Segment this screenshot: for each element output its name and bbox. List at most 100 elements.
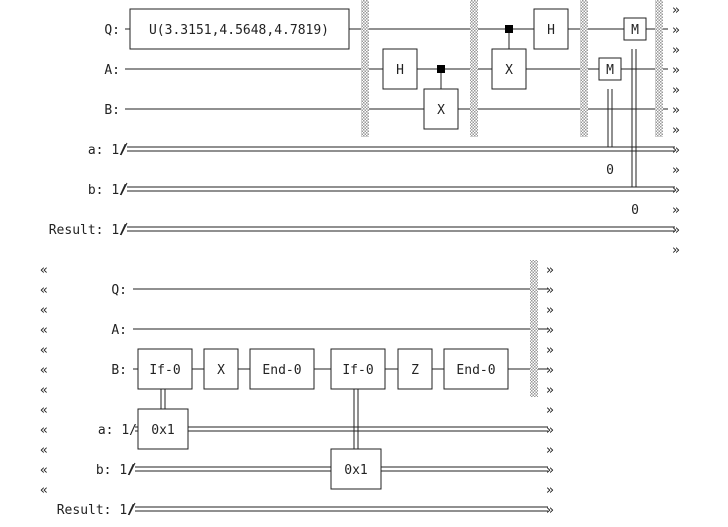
label-result-2: Result: 1/ bbox=[57, 503, 135, 518]
continuation-marker: « bbox=[40, 463, 48, 478]
measure-value-a: 0 bbox=[606, 163, 614, 178]
continuation-marker: « bbox=[40, 343, 48, 358]
label-b: B: bbox=[104, 103, 120, 118]
continuation-marker: » bbox=[672, 103, 680, 118]
classical-wire-result bbox=[127, 226, 675, 232]
continuation-marker: « bbox=[40, 303, 48, 318]
continuation-marker: « bbox=[40, 323, 48, 338]
continuation-marker: » bbox=[672, 243, 680, 258]
x-gate-2-label: X bbox=[217, 363, 225, 378]
continuation-marker: » bbox=[546, 363, 554, 378]
h-gate-a bbox=[382, 48, 418, 90]
continuation-marker: » bbox=[546, 383, 554, 398]
continuation-marker: » bbox=[672, 23, 680, 38]
continuation-marker: » bbox=[672, 203, 680, 218]
barrier bbox=[530, 260, 538, 397]
measure-gate-q bbox=[623, 17, 647, 41]
barrier bbox=[655, 0, 663, 137]
condition-box-2 bbox=[330, 448, 382, 490]
z-gate bbox=[397, 348, 433, 390]
continuation-marker: » bbox=[546, 283, 554, 298]
classical-wire-a bbox=[127, 146, 675, 152]
label-a-2: A: bbox=[111, 323, 127, 338]
measure-q-label: M bbox=[631, 23, 639, 38]
measure-a-label: M bbox=[606, 63, 614, 78]
measure-gate-a bbox=[598, 57, 622, 81]
continuation-markers-section-1: » » » » » » » » » » » » » bbox=[672, 3, 680, 258]
label-q: Q: bbox=[104, 23, 120, 38]
x-gate-2 bbox=[203, 348, 239, 390]
continuation-marker: « bbox=[40, 423, 48, 438]
condition-2-label: 0x1 bbox=[344, 463, 367, 478]
label-classical-b-2: b: 1/ bbox=[96, 463, 135, 478]
label-classical-a-2: a: 1/ bbox=[98, 423, 137, 438]
end-gate-1-label: End-0 bbox=[262, 363, 301, 378]
x-gate-b bbox=[423, 88, 459, 130]
label-classical-a: a: 1/ bbox=[88, 143, 127, 158]
continuation-marker: » bbox=[546, 403, 554, 418]
continuation-marker: « bbox=[40, 283, 48, 298]
continuation-marker: » bbox=[546, 443, 554, 458]
label-result: Result: 1/ bbox=[49, 223, 127, 238]
control-dot bbox=[437, 65, 445, 73]
continuation-marker: » bbox=[672, 63, 680, 78]
continuation-marker: » bbox=[672, 223, 680, 238]
barriers-section-1 bbox=[361, 0, 663, 137]
h-gate-q bbox=[533, 8, 569, 50]
continuation-marker: » bbox=[546, 423, 554, 438]
barrier bbox=[361, 0, 369, 137]
continuation-marker: » bbox=[672, 43, 680, 58]
if-gate-1 bbox=[137, 348, 193, 390]
continuation-marker: » bbox=[672, 183, 680, 198]
label-q-2: Q: bbox=[111, 283, 127, 298]
continuation-marker: » bbox=[672, 143, 680, 158]
barrier bbox=[580, 0, 588, 137]
continuation-marker: » bbox=[546, 343, 554, 358]
condition-box-1 bbox=[137, 408, 189, 450]
section-1 bbox=[120, 28, 675, 236]
continuation-marker: » bbox=[672, 123, 680, 138]
barrier bbox=[470, 0, 478, 137]
end-gate-2-label: End-0 bbox=[456, 363, 495, 378]
if-gate-2 bbox=[330, 348, 386, 390]
label-a: A: bbox=[104, 63, 120, 78]
measure-value-b: 0 bbox=[631, 203, 639, 218]
h-gate-q-label: H bbox=[547, 23, 555, 38]
end-gate-2 bbox=[443, 348, 509, 390]
condition-1-label: 0x1 bbox=[151, 423, 174, 438]
continuation-marker: » bbox=[546, 503, 554, 518]
continuation-markers-left: « « « « « « « « « « « « bbox=[40, 263, 48, 498]
continuation-marker: « bbox=[40, 483, 48, 498]
x-gate-a bbox=[491, 48, 527, 90]
classical-wire-a-2 bbox=[135, 426, 548, 432]
continuation-markers-right: » » » » » » » » » » » » » bbox=[546, 263, 554, 518]
classical-wire-result-2 bbox=[135, 506, 548, 512]
continuation-marker: « bbox=[40, 383, 48, 398]
continuation-marker: » bbox=[546, 323, 554, 338]
u-gate-label: U(3.3151,4.5648,4.7819) bbox=[149, 23, 329, 38]
end-gate-1 bbox=[249, 348, 315, 390]
continuation-marker: » bbox=[546, 263, 554, 278]
continuation-marker: » bbox=[672, 3, 680, 18]
label-b-2: B: bbox=[111, 363, 127, 378]
x-gate-a-label: X bbox=[505, 63, 513, 78]
continuation-marker: » bbox=[546, 303, 554, 318]
continuation-marker: « bbox=[40, 363, 48, 378]
continuation-marker: « bbox=[40, 403, 48, 418]
if-gate-1-label: If-0 bbox=[149, 363, 180, 378]
z-gate-label: Z bbox=[411, 363, 419, 378]
h-gate-a-label: H bbox=[396, 63, 404, 78]
x-gate-b-label: X bbox=[437, 103, 445, 118]
continuation-marker: « bbox=[40, 263, 48, 278]
connections-section-2 bbox=[160, 389, 359, 449]
label-classical-b: b: 1/ bbox=[88, 183, 127, 198]
continuation-marker: « bbox=[40, 443, 48, 458]
control-dot bbox=[505, 25, 513, 33]
continuation-marker: » bbox=[672, 83, 680, 98]
if-gate-2-label: If-0 bbox=[342, 363, 373, 378]
classical-wire-b bbox=[127, 186, 675, 192]
continuation-marker: » bbox=[672, 163, 680, 178]
continuation-marker: » bbox=[546, 483, 554, 498]
continuation-marker: » bbox=[546, 463, 554, 478]
